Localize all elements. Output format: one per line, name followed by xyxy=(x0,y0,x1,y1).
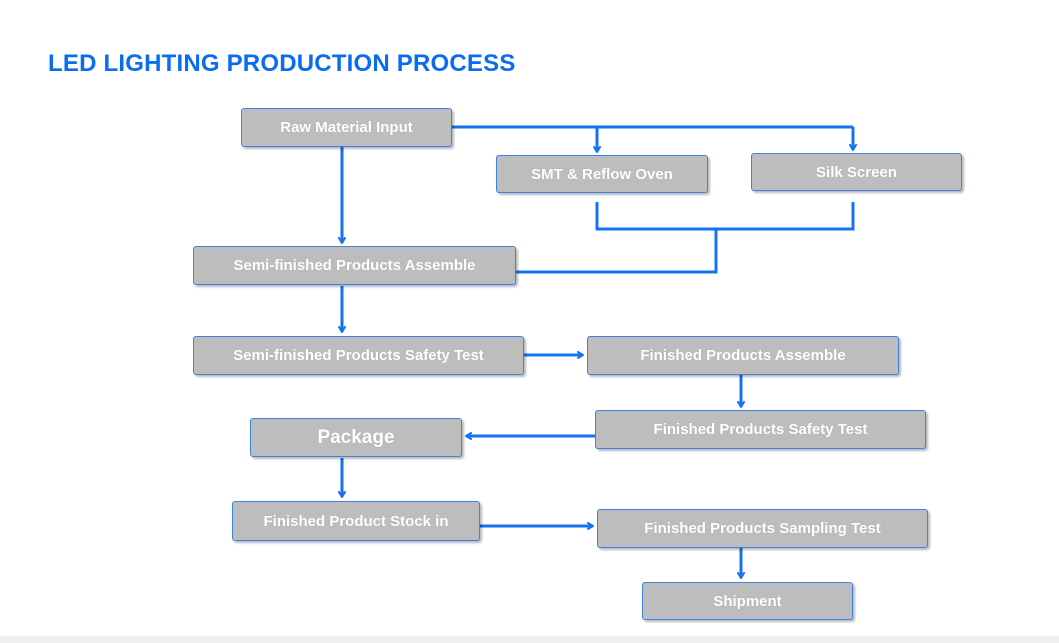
step-shipment: Shipment xyxy=(642,582,853,620)
step-finished-stock-in: Finished Product Stock in xyxy=(232,501,480,541)
step-finished-safety-test: Finished Products Safety Test xyxy=(595,410,926,449)
connector-smt-silk-merge xyxy=(595,202,855,231)
step-silk-screen: Silk Screen xyxy=(751,153,962,191)
step-finished-sampling-test: Finished Products Sampling Test xyxy=(597,509,928,548)
step-raw-material-input: Raw Material Input xyxy=(241,108,452,147)
connector-merge-to-semi-assemble xyxy=(516,229,718,274)
step-package: Package xyxy=(250,418,462,457)
page-title: LED LIGHTING PRODUCTION PROCESS xyxy=(48,50,516,77)
bottom-divider xyxy=(0,636,1059,643)
step-semi-finished-safety-test: Semi-finished Products Safety Test xyxy=(193,336,524,375)
step-smt-reflow-oven: SMT & Reflow Oven xyxy=(496,155,708,193)
step-finished-assemble: Finished Products Assemble xyxy=(587,336,899,375)
step-semi-finished-assemble: Semi-finished Products Assemble xyxy=(193,246,516,285)
